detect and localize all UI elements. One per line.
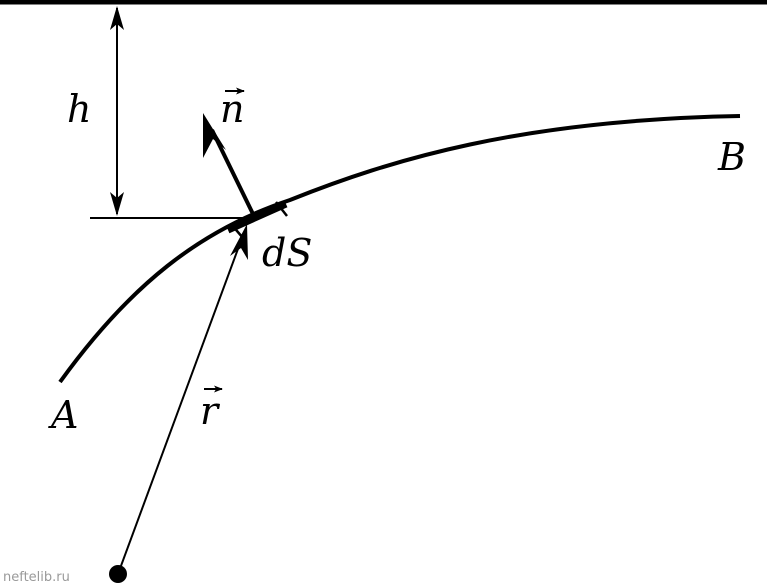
curve-ab bbox=[58, 114, 741, 384]
watermark-text: neftelib.ru bbox=[3, 570, 70, 585]
label-h: h bbox=[67, 87, 91, 131]
label-dS: dS bbox=[262, 231, 312, 275]
ds-tick-right bbox=[275, 201, 288, 217]
label-A: A bbox=[48, 393, 78, 437]
surface-element-ds bbox=[226, 200, 288, 234]
label-n-group: n bbox=[220, 87, 245, 131]
label-r: r bbox=[200, 389, 221, 433]
height-arrow-bottom-head bbox=[110, 192, 124, 216]
position-vector-head bbox=[230, 224, 248, 260]
origin-point bbox=[109, 565, 127, 583]
label-n: n bbox=[220, 87, 244, 131]
label-r-group: r bbox=[200, 385, 223, 433]
position-vector-shaft bbox=[117, 237, 243, 575]
normal-vector-shaft bbox=[210, 129, 255, 215]
label-B: B bbox=[717, 135, 746, 179]
height-arrow-top-head bbox=[110, 6, 124, 30]
normal-vector-head bbox=[203, 113, 226, 158]
